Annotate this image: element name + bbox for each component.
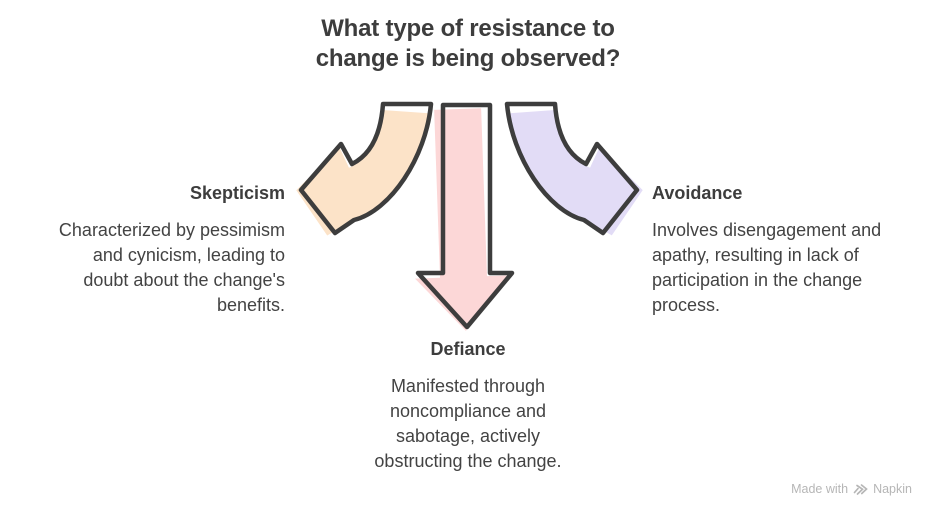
- skepticism-heading: Skepticism: [189, 183, 285, 203]
- skepticism-arrow: [293, 104, 432, 243]
- napkin-logo-icon: [853, 483, 868, 495]
- avoidance-description: Involves disengagement and apathy, resul…: [652, 220, 882, 315]
- avoidance-heading: Avoidance: [652, 183, 743, 203]
- branch-defiance: Defiance Manifested through noncomplianc…: [328, 339, 608, 474]
- watermark-prefix: Made with: [791, 482, 849, 496]
- defiance-description: Manifested through noncompliance and sab…: [374, 376, 562, 471]
- diagram-title: What type of resistance to change is bei…: [315, 15, 621, 72]
- defiance-heading: Defiance: [430, 339, 506, 359]
- branch-skepticism: Skepticism Characterized by pessimism an…: [0, 183, 285, 318]
- arrows-graphic: [293, 96, 646, 333]
- napkin-watermark[interactable]: Made with Napkin: [791, 482, 912, 496]
- branch-avoidance: Avoidance Involves disengagement and apa…: [652, 183, 936, 318]
- avoidance-arrow: [507, 104, 646, 243]
- skepticism-description: Characterized by pessimism and cynicism,…: [58, 220, 285, 315]
- watermark-brand: Napkin: [873, 482, 912, 496]
